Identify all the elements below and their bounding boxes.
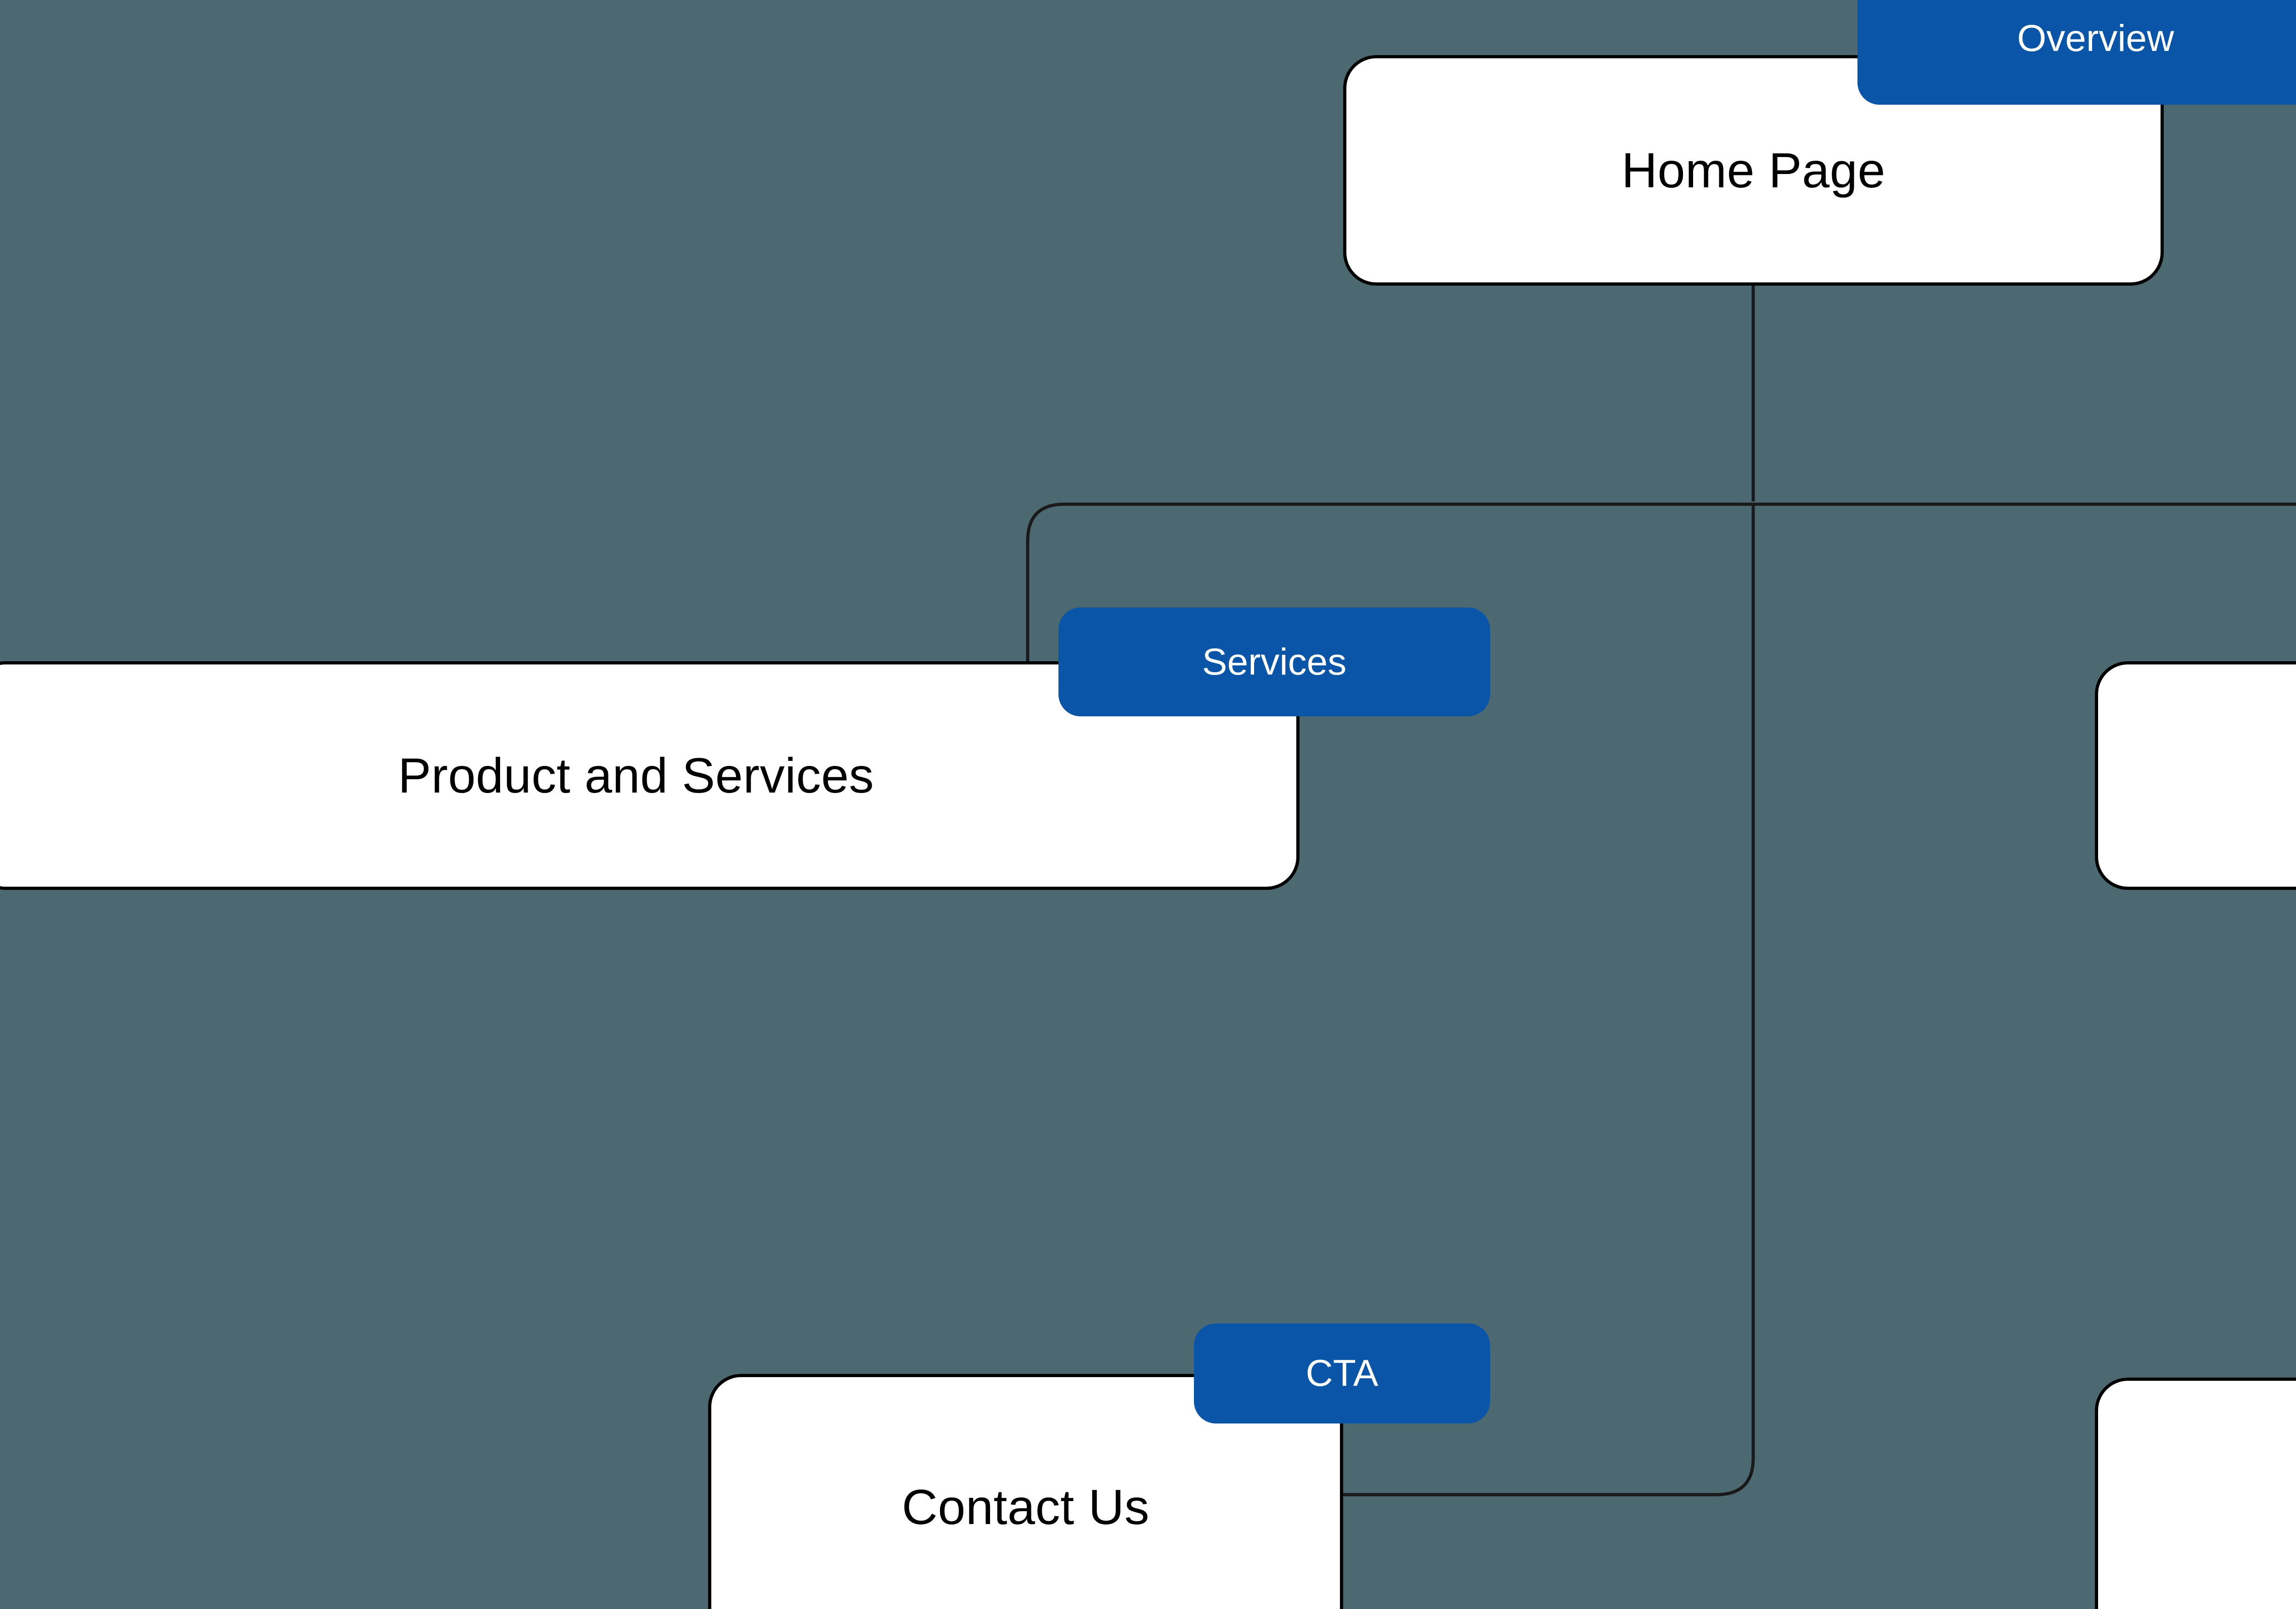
node-about-us[interactable]: About Us xyxy=(2095,661,2296,890)
node-home-page-label: Home Page xyxy=(1621,142,1885,198)
badge-services-label: Services xyxy=(1202,641,1347,683)
badge-cta-label: CTA xyxy=(1306,1352,1379,1394)
node-contact-us-label: Contact Us xyxy=(901,1479,1150,1535)
node-vision-and-mission[interactable]: Vision and Mission (PDF File) xyxy=(2095,1378,2296,1609)
edge-home-to-about xyxy=(1753,502,2296,506)
badge-overview-label: Overview xyxy=(2017,17,2174,59)
node-product-and-services-label: Product and Services xyxy=(398,747,874,803)
badge-cta[interactable]: CTA xyxy=(1194,1323,1490,1423)
badge-overview[interactable]: Overview xyxy=(1857,0,2296,105)
badge-services[interactable]: Services xyxy=(1058,608,1490,716)
